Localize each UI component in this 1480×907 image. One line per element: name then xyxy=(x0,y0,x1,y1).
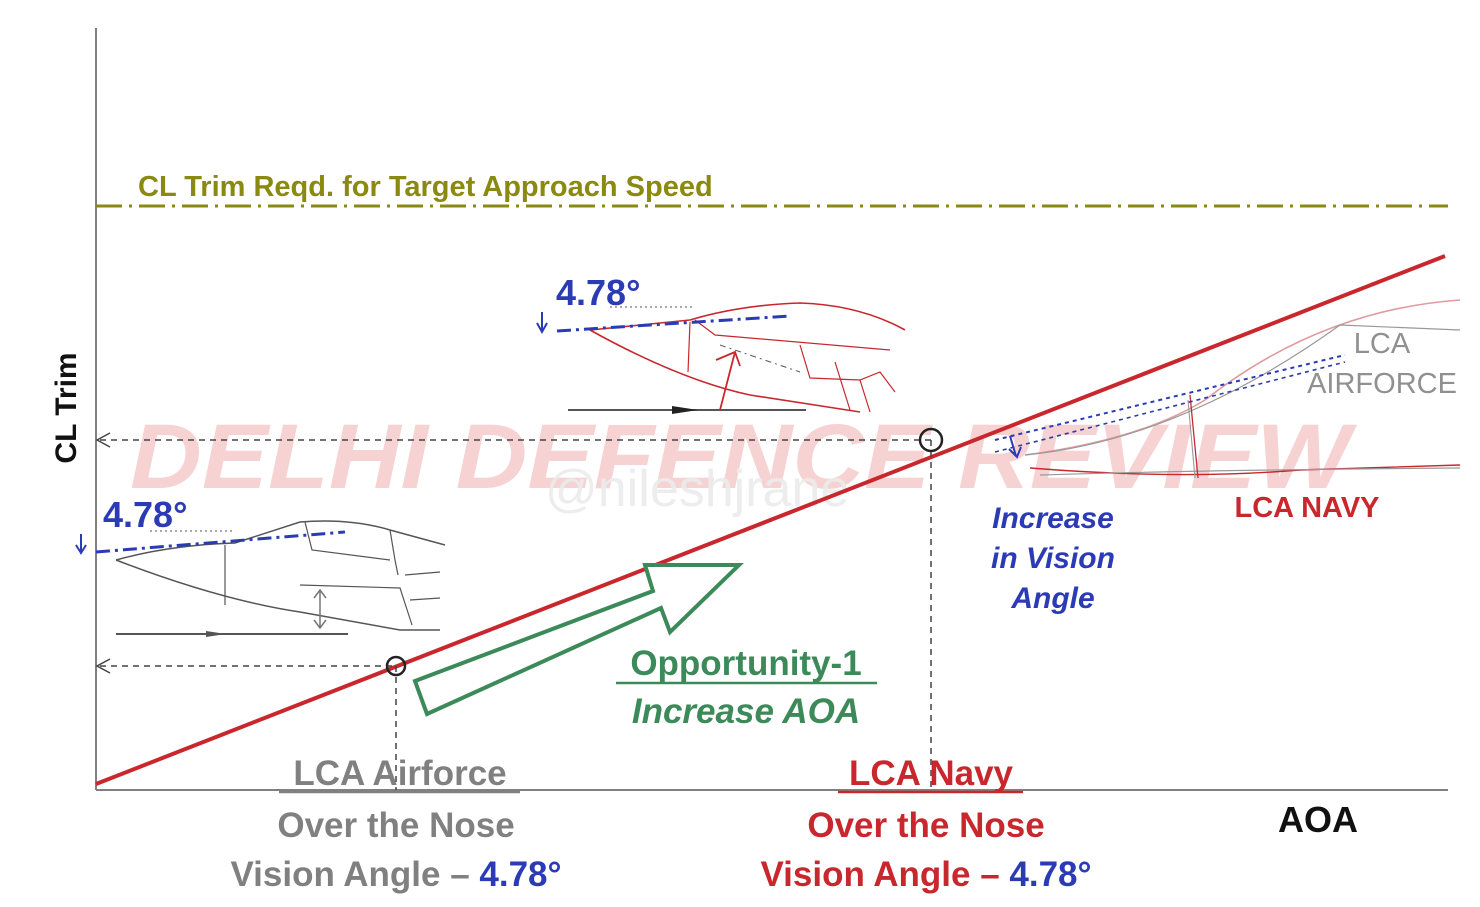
airforce-caption-title: LCA Airforce xyxy=(293,754,506,793)
navy-caption-line3: Vision Angle – 4.78° xyxy=(760,855,1091,894)
watermark-handle: @nileshjrane xyxy=(545,460,849,518)
increase-vision-line2: in Vision xyxy=(991,542,1115,575)
airforce-operating-point xyxy=(385,655,407,677)
airforce-aircraft-sketch xyxy=(75,520,446,637)
airforce-caption-value: 4.78° xyxy=(479,855,561,894)
increase-aoa-arrow xyxy=(412,563,744,717)
opportunity-subtitle: Increase AOA xyxy=(632,692,860,731)
navy-caption-title: LCA Navy xyxy=(849,754,1014,793)
navy-caption-line2: Over the Nose xyxy=(807,806,1044,845)
reference-line-label: CL Trim Reqd. for Target Approach Speed xyxy=(138,171,713,203)
overlay-aircraft-sketch xyxy=(994,299,1461,479)
navy-aircraft-sketch xyxy=(536,302,906,414)
x-axis-label: AOA xyxy=(1278,799,1358,840)
overlay-vision-arrow-icon xyxy=(1008,435,1022,459)
airforce-caption-line3: Vision Angle – 4.78° xyxy=(230,855,561,894)
watermark-text: DELHI DEFENCE REVIEW xyxy=(130,406,1358,508)
navy-operating-point xyxy=(918,427,944,453)
airforce-caption-line2: Over the Nose xyxy=(277,806,514,845)
navy-vision-angle-label: 4.78° xyxy=(556,272,640,313)
airforce-vision-angle-label: 4.78° xyxy=(103,494,187,535)
navy-caption-prefix: Vision Angle – xyxy=(760,855,1009,894)
navy-caption-value: 4.78° xyxy=(1009,855,1091,894)
airforce-vision-arrow-icon xyxy=(75,534,87,555)
increase-vision-line1: Increase xyxy=(992,502,1114,535)
overlay-label-lca: LCA xyxy=(1354,328,1411,360)
overlay-label-lca-navy: LCA NAVY xyxy=(1235,492,1380,524)
y-axis-label: CL Trim xyxy=(50,352,83,463)
opportunity-title: Opportunity-1 xyxy=(630,644,861,683)
navy-guide-arrowhead xyxy=(95,432,111,448)
airforce-caption-prefix: Vision Angle – xyxy=(230,855,479,894)
increase-vision-line3: Angle xyxy=(1010,582,1094,615)
overlay-label-airforce: AIRFORCE xyxy=(1307,368,1457,400)
cl-trim-aoa-line xyxy=(95,254,1446,786)
airforce-guide-arrowhead xyxy=(95,658,111,674)
navy-vision-arrow-icon xyxy=(536,312,548,335)
